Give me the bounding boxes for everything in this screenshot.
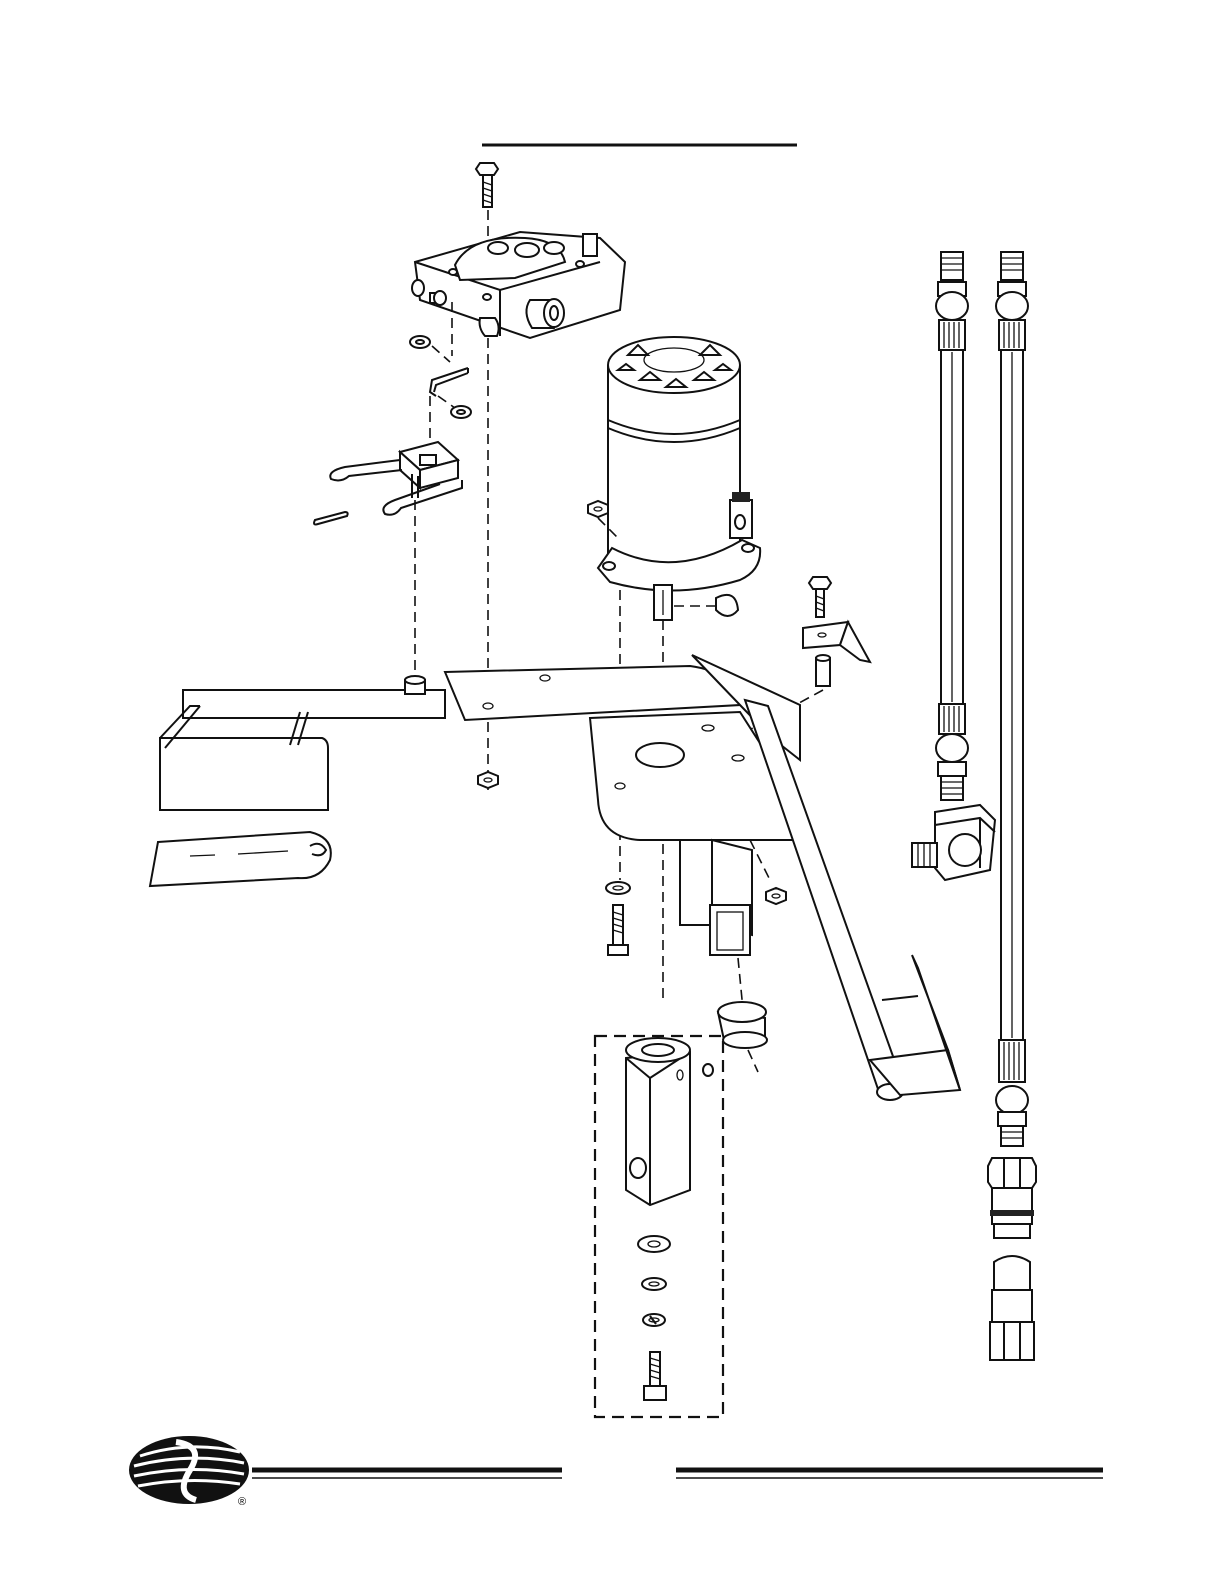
coupler-male-icon xyxy=(990,1256,1034,1360)
motor-nut-icon xyxy=(588,501,608,517)
bushing-icon xyxy=(718,1002,767,1048)
linkage-rod-icon xyxy=(430,368,468,396)
woodruff-key-icon xyxy=(716,595,738,616)
socket-icon xyxy=(626,1038,690,1205)
spacer-tube-icon xyxy=(816,655,830,686)
coupler-female-icon xyxy=(988,1158,1036,1238)
motor-bolt-icon xyxy=(608,905,628,955)
electric-motor-icon xyxy=(598,337,760,620)
washer-axis-upper xyxy=(432,346,450,362)
washer-axis-lower xyxy=(438,396,455,408)
bracket-bolt-icon xyxy=(809,577,831,617)
elbow-fitting-icon xyxy=(912,805,995,880)
pedal-lever-bracket-icon xyxy=(314,442,462,525)
registered-mark: ® xyxy=(238,1496,246,1508)
flat-washer-large-icon xyxy=(638,1236,670,1252)
angle-bracket-icon xyxy=(803,622,870,662)
lock-washer-icon xyxy=(643,1314,665,1326)
hose-right-icon xyxy=(996,252,1028,1146)
flat-washer-small-icon xyxy=(642,1278,666,1290)
star-washer-upper-icon xyxy=(410,336,430,348)
pedal-grip-icon xyxy=(150,832,331,886)
frame-lock-nut-icon xyxy=(766,888,786,904)
cap-screw-icon xyxy=(644,1352,666,1400)
hydraulic-valve-icon xyxy=(412,232,625,338)
motor-washer-icon xyxy=(606,882,630,894)
hose-left-icon xyxy=(936,252,968,800)
star-washer-lower-icon xyxy=(451,406,471,418)
frame-star-nut-icon xyxy=(478,772,498,788)
company-logo-icon xyxy=(129,1436,249,1504)
bushing-axis xyxy=(748,1050,758,1072)
set-screw-icon xyxy=(703,1064,713,1076)
valve-bolt xyxy=(476,163,498,207)
